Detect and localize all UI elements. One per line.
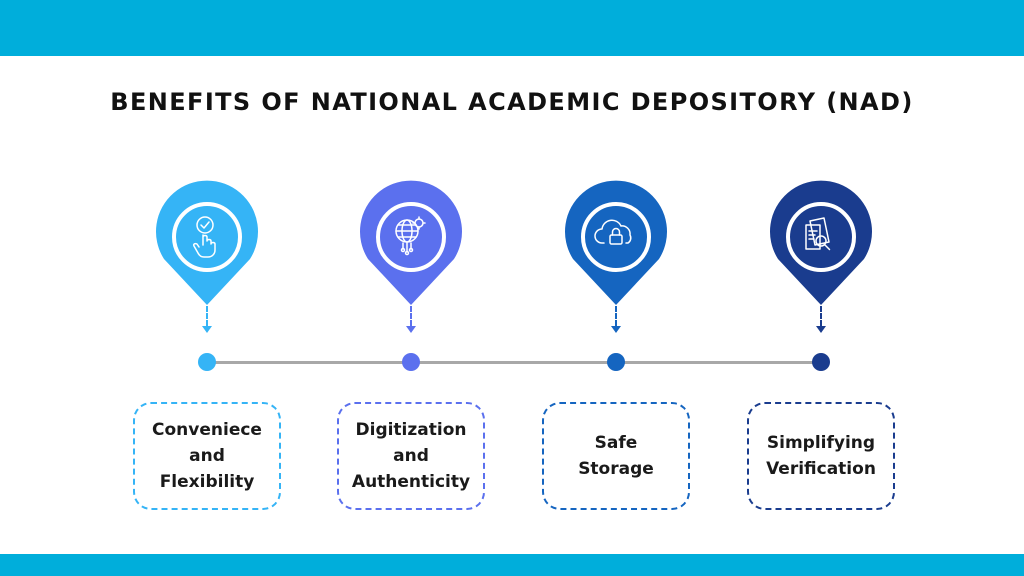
map-pin-marker	[770, 180, 872, 305]
benefit-label: Safe Storage	[578, 433, 654, 479]
dashed-connector	[410, 306, 412, 326]
map-pin-marker	[156, 180, 258, 305]
down-arrow-icon	[611, 326, 621, 333]
down-arrow-icon	[406, 326, 416, 333]
globe-gear-network-icon	[395, 216, 426, 256]
dashed-connector	[820, 306, 822, 326]
dashed-connector	[615, 306, 617, 326]
timeline-line	[207, 361, 822, 364]
down-arrow-icon	[202, 326, 212, 333]
cloud-lock-icon	[594, 219, 632, 245]
map-pin-marker	[565, 180, 667, 305]
timeline-dot	[607, 353, 625, 371]
timeline-dot	[198, 353, 216, 371]
dashed-connector	[206, 306, 208, 326]
page-title: BENEFITS OF NATIONAL ACADEMIC DEPOSITORY…	[110, 88, 914, 116]
document-magnifier-icon	[805, 217, 831, 251]
map-pin-marker	[360, 180, 462, 305]
timeline-dot	[812, 353, 830, 371]
bottom-banner	[0, 554, 1024, 576]
touch-check-icon	[193, 216, 216, 258]
top-banner	[0, 0, 1024, 56]
down-arrow-icon	[816, 326, 826, 333]
benefit-card: Safe Storage	[542, 402, 690, 510]
timeline-dot	[402, 353, 420, 371]
